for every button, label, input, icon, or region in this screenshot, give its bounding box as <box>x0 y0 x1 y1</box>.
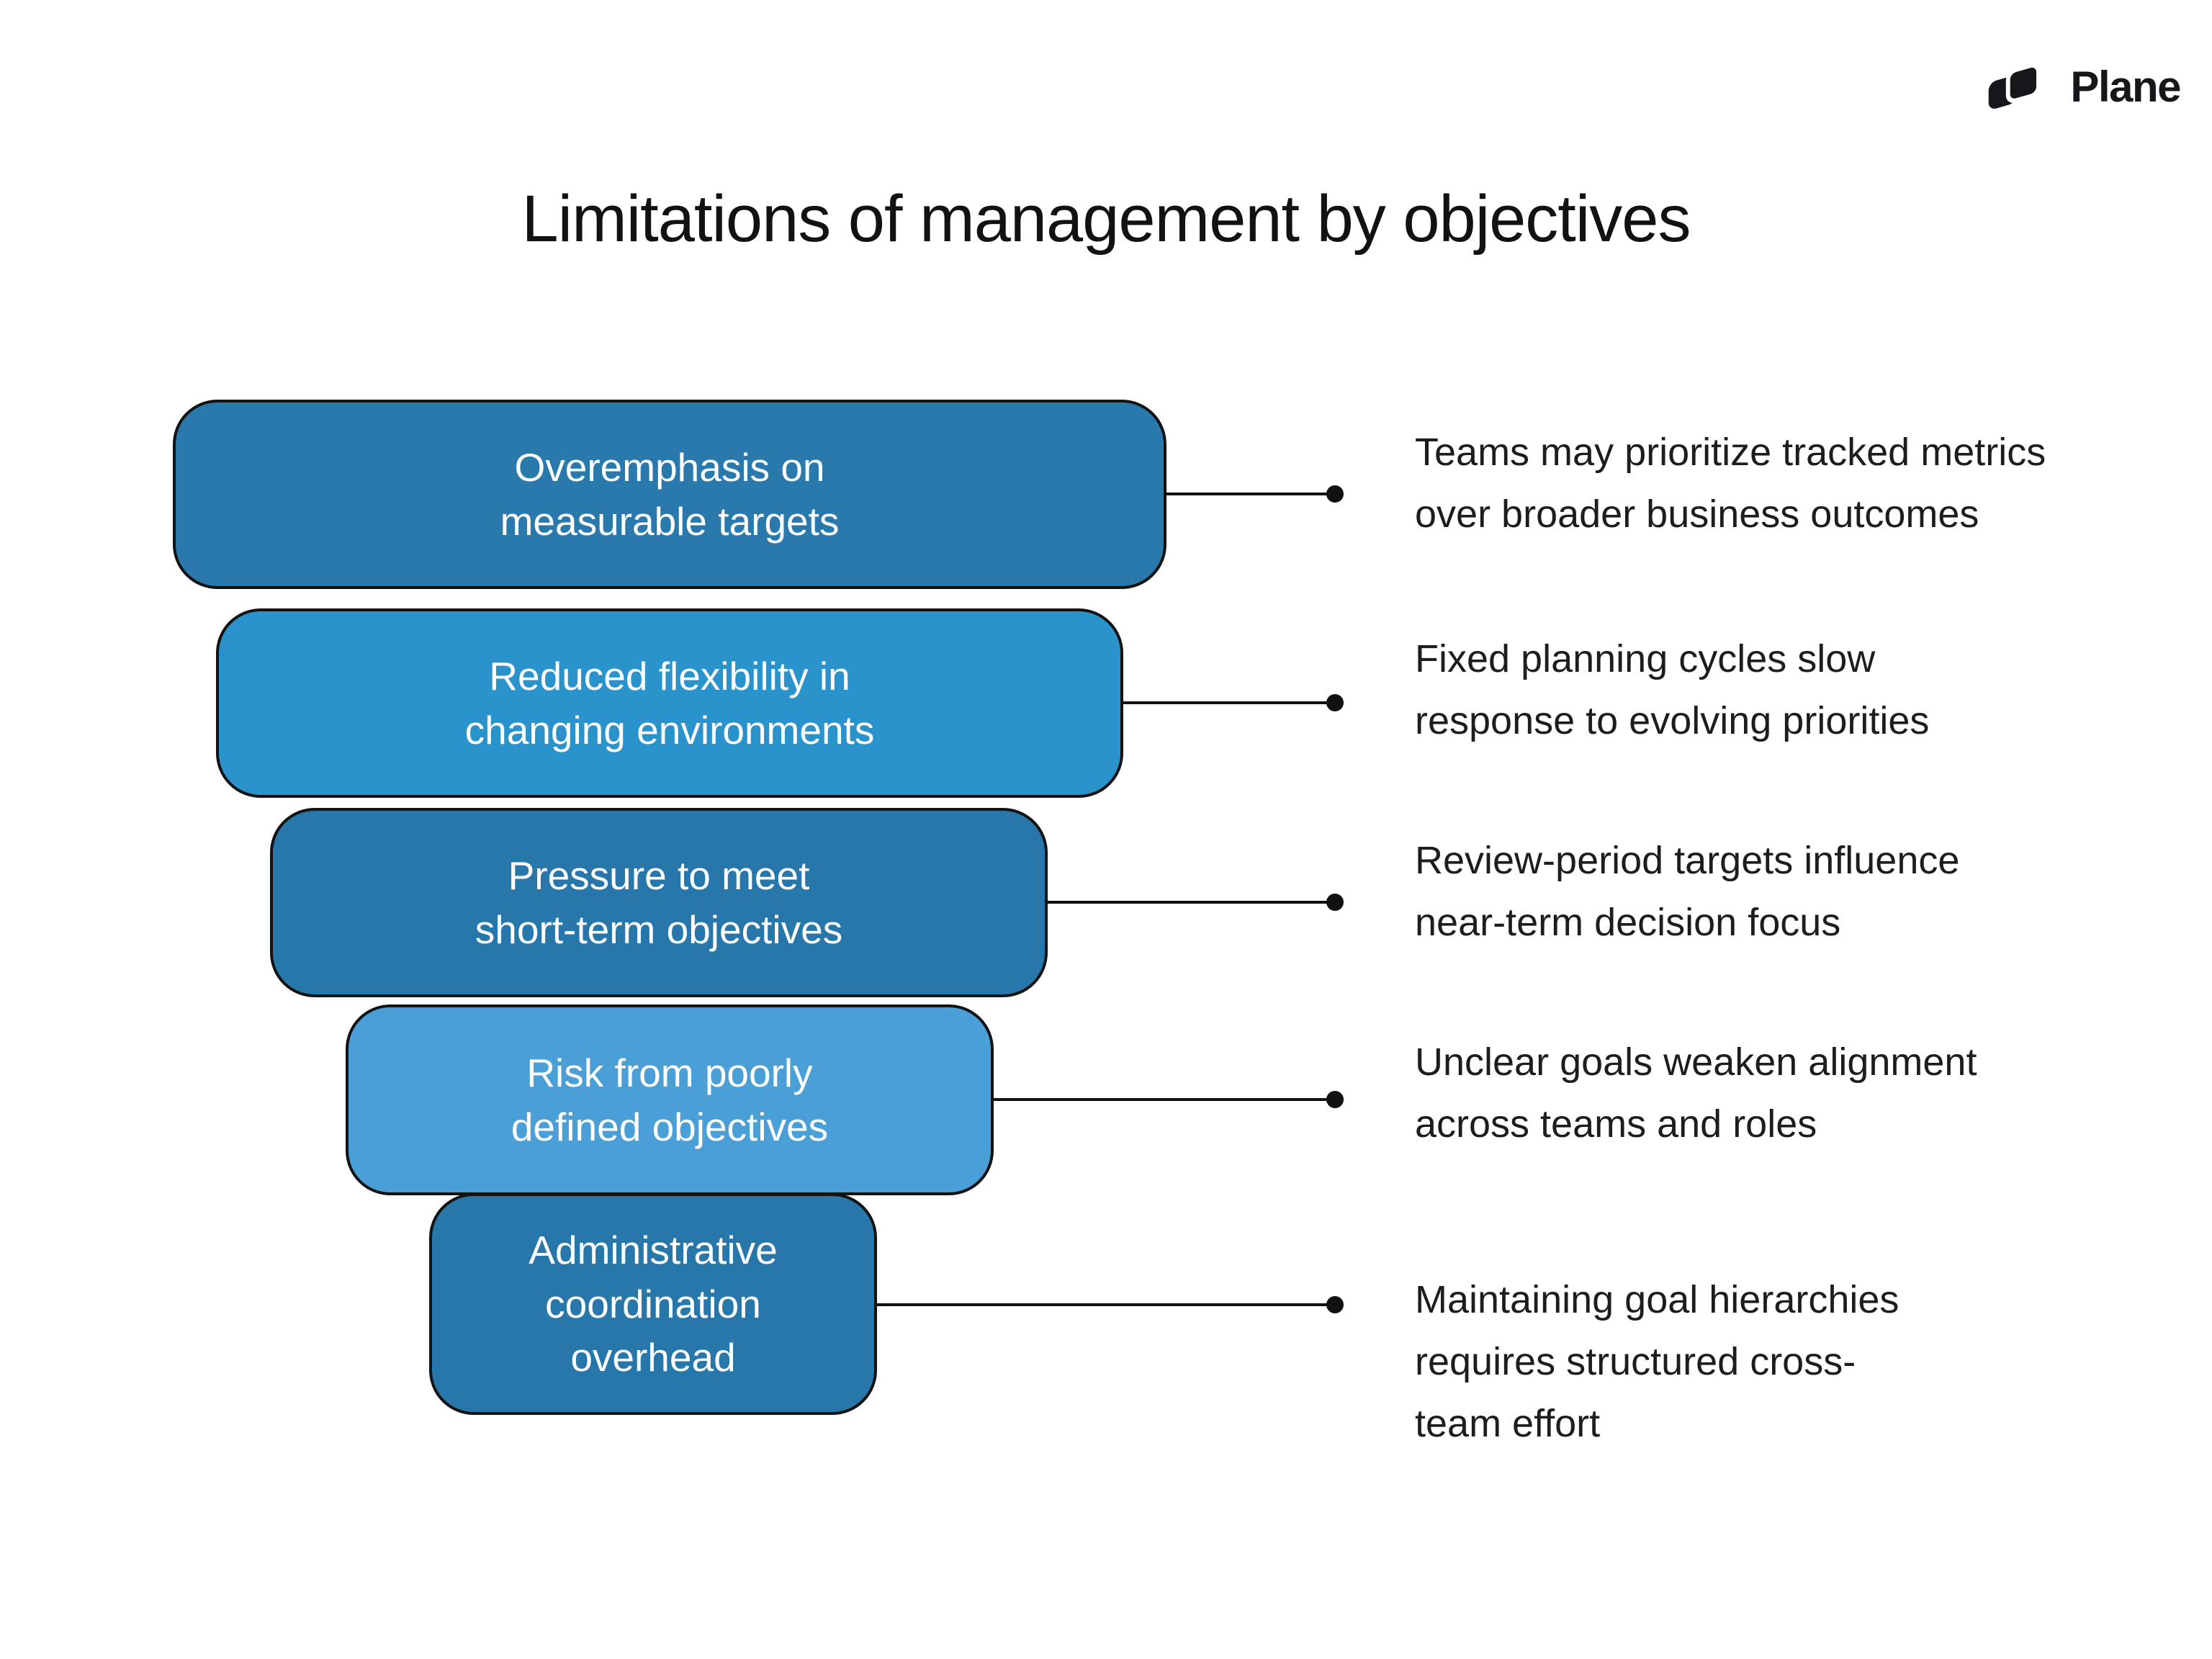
connector-line <box>1123 701 1334 704</box>
stage-description: Teams may prioritize tracked metrics ove… <box>1415 431 2046 536</box>
funnel-stage-label: Pressure to meet short-term objectives <box>475 853 843 952</box>
funnel-stage-label: Risk from poorly defined objectives <box>511 1050 829 1149</box>
brand-logo: Plane <box>1985 59 2181 114</box>
funnel-stage-box: Pressure to meet short-term objectives <box>270 808 1048 997</box>
connector-line <box>1166 493 1334 495</box>
stage-description: Unclear goals weaken alignment across te… <box>1415 1040 1977 1146</box>
funnel-stage-box: Reduced flexibility in changing environm… <box>216 608 1123 798</box>
plane-logo-icon <box>1989 63 2041 109</box>
funnel-stage-label: Reduced flexibility in changing environm… <box>464 653 875 752</box>
connector-dot <box>1326 894 1344 911</box>
funnel-stage-box: Administrative coordination overhead <box>429 1193 877 1415</box>
connector-dot <box>1326 485 1344 503</box>
stage-description: Maintaining goal hierarchies requires st… <box>1415 1278 1899 1445</box>
brand-logo-text: Plane <box>2070 62 2181 111</box>
connector-line <box>1048 901 1334 904</box>
connector-line <box>994 1098 1334 1101</box>
funnel-stage-box: Overemphasis on measurable targets <box>173 400 1166 589</box>
stage-description: Fixed planning cycles slow response to e… <box>1415 637 1930 742</box>
connector-dot <box>1326 1296 1344 1313</box>
funnel-stage-label: Administrative coordination overhead <box>529 1227 778 1380</box>
funnel-stage-label: Overemphasis on measurable targets <box>500 444 840 544</box>
funnel-stage-box: Risk from poorly defined objectives <box>346 1004 994 1195</box>
connector-dot <box>1326 1091 1344 1108</box>
connector-line <box>877 1303 1334 1306</box>
page-title: Limitations of management by objectives <box>521 182 1691 256</box>
stage-description: Review-period targets influence near-ter… <box>1415 839 1960 944</box>
connector-dot <box>1326 694 1344 711</box>
